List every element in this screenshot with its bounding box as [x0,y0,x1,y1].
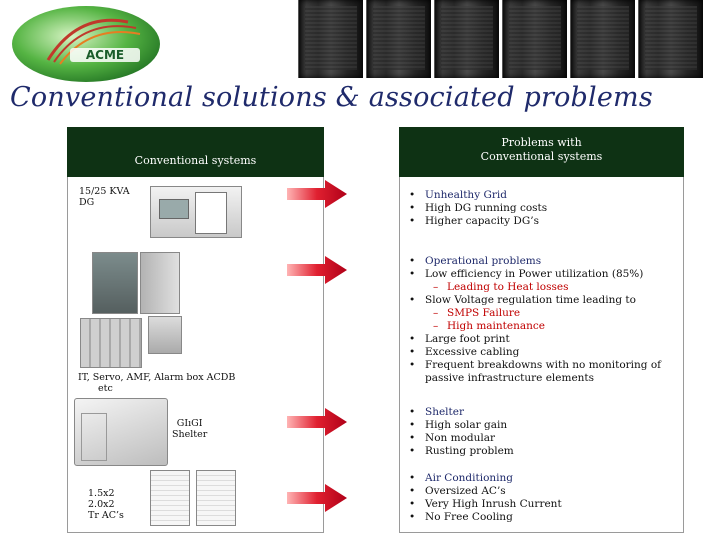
problem-heading: Unhealthy Grid [409,189,547,202]
problem-heading: Shelter [409,406,514,419]
problem-item: Frequent breakdowns with no monitoring o… [409,359,661,372]
page-title: Conventional solutions & associated prob… [10,82,653,113]
panel-image [140,252,180,314]
problem-heading: Operational problems [409,255,661,268]
red-arrow-icon [287,180,347,208]
problem-item: High solar gain [409,419,514,432]
right-header-line2: Conventional systems [480,150,603,163]
server-rack-icon [570,0,635,78]
problem-list-shelter: ShelterHigh solar gainNon modularRusting… [409,406,514,458]
logo-text: ACME [86,48,124,62]
problem-item: Large foot print [409,333,661,346]
problem-item: Excessive cabling [409,346,661,359]
it-label-line: IT, Servo, AMF, Alarm box ACDB [78,372,236,383]
shelter-label-line: GIıGI [176,418,203,429]
left-column [67,177,324,533]
shelter-label-line: Shelter [172,429,208,440]
problem-subitem: Leading to Heat losses [409,281,661,294]
problem-list-ac: Air ConditioningOversized AC’sVery High … [409,472,562,524]
right-column-header: Problems with Conventional systems [399,127,684,177]
server-rack-icon [298,0,363,78]
right-column [399,177,684,533]
problem-item: Slow Voltage regulation time leading to [409,294,661,307]
it-label: IT, Servo, AMF, Alarm box ACDB etc [78,372,235,394]
ac-unit-image [150,470,190,526]
server-rack-icon [434,0,499,78]
shelter-label: GIıGI Shelter [172,418,207,440]
problem-item: Low efficiency in Power utilization (85%… [409,268,661,281]
server-rack-icon [366,0,431,78]
problem-item: No Free Cooling [409,511,562,524]
server-rack-icon [638,0,703,78]
problem-list-operational: Operational problemsLow efficiency in Po… [409,255,661,385]
problem-subitem: SMPS Failure [409,307,661,320]
red-arrow-icon [287,408,347,436]
ac-label: 1.5x2 2.0x2 Tr AC’s [88,488,124,521]
panel-image [148,316,182,354]
problem-item: Higher capacity DG’s [409,215,547,228]
left-column-header: Conventional systems [67,127,324,177]
red-arrow-icon [287,256,347,284]
problem-item: Rusting problem [409,445,514,458]
it-label-line: etc [98,383,113,394]
dg-label-line: DG [79,197,95,208]
generator-image [150,186,242,238]
dg-label: 15/25 KVA DG [79,186,130,208]
server-rack-icon [502,0,567,78]
red-arrow-icon [287,484,347,512]
problem-subitem: High maintenance [409,320,661,333]
panel-image [80,318,142,368]
problem-heading: Air Conditioning [409,472,562,485]
problem-item: High DG running costs [409,202,547,215]
right-header-line1: Problems with [501,136,582,149]
dg-label-line: 15/25 KVA [79,186,130,197]
ac-unit-image [196,470,236,526]
ac-label-line: Tr AC’s [88,510,124,521]
shelter-image [74,398,168,466]
ac-label-line: 2.0x2 [88,499,115,510]
acme-logo-icon: ACME [8,2,166,84]
problem-item: Non modular [409,432,514,445]
problem-item: passive infrastructure elements [425,372,595,384]
panel-image [92,252,138,314]
problem-item: Very High Inrush Current [409,498,562,511]
problem-list-grid: Unhealthy GridHigh DG running costsHighe… [409,189,547,228]
problem-item: Oversized AC’s [409,485,562,498]
ac-label-line: 1.5x2 [88,488,115,499]
